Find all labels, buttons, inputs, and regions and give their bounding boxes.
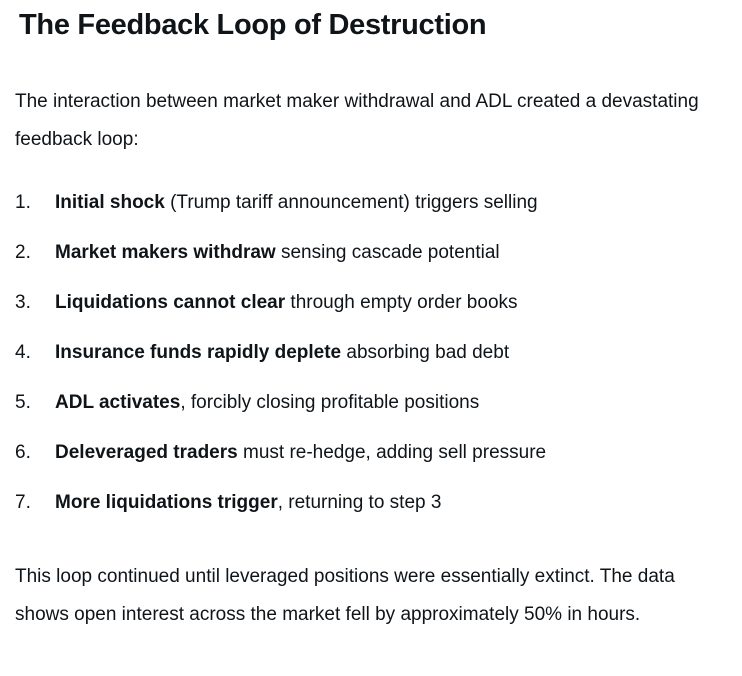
list-item-text: Initial shock (Trump tariff announcement… [55,191,538,215]
list-item-lead: More liquidations trigger [55,492,278,513]
list-item-number: 7. [15,492,31,513]
list-item: 4. Insurance funds rapidly deplete absor… [15,341,712,365]
list-item-rest: absorbing bad debt [341,342,510,363]
list-item-text: Deleveraged traders must re-hedge, addin… [55,441,546,465]
list-item-lead: Liquidations cannot clear [55,292,286,313]
list-item-lead: Insurance funds rapidly deplete [55,342,342,363]
list-item-rest: , returning to step 3 [277,492,442,513]
list-item: 7. More liquidations trigger, returning … [15,491,712,515]
list-item-number: 3. [15,292,31,313]
list-item-text: Liquidations cannot clear through empty … [55,291,518,315]
list-item-lead: Deleveraged traders [55,442,238,463]
list-item: 2. Market makers withdraw sensing cascad… [15,241,712,265]
page-title: The Feedback Loop of Destruction [19,9,487,41]
list-item-number: 5. [15,392,31,413]
list-item: 1. Initial shock (Trump tariff announcem… [15,191,712,215]
list-item-rest: must re-hedge, adding sell pressure [237,442,547,463]
list-item-text: More liquidations trigger, returning to … [55,491,441,515]
list-item-text: Market makers withdraw sensing cascade p… [55,241,500,265]
intro-paragraph: The interaction between market maker wit… [15,91,699,150]
list-item-lead: Initial shock [55,192,165,213]
list-item-text: Insurance funds rapidly deplete absorbin… [55,341,509,365]
feedback-loop-list: 1. Initial shock (Trump tariff announcem… [15,191,712,515]
list-item: 3. Liquidations cannot clear through emp… [15,291,712,315]
list-item-rest: through empty order books [285,292,518,313]
list-item-number: 6. [15,442,31,463]
list-item: 6. Deleveraged traders must re-hedge, ad… [15,441,712,465]
list-item-rest: , forcibly closing profitable positions [180,392,480,413]
list-item-rest: (Trump tariff announcement) triggers sel… [164,192,538,213]
list-item-text: ADL activates, forcibly closing profitab… [55,391,479,415]
list-item-number: 2. [15,242,31,263]
list-item-number: 1. [15,192,31,213]
article-body: The Feedback Loop of Destruction The int… [15,9,712,625]
list-item-number: 4. [15,342,31,363]
outro-paragraph: This loop continued until leveraged posi… [15,566,675,625]
list-item: 5. ADL activates, forcibly closing profi… [15,391,712,415]
list-item-rest: sensing cascade potential [275,242,500,263]
list-item-lead: Market makers withdraw [55,242,276,263]
list-item-lead: ADL activates [55,392,181,413]
